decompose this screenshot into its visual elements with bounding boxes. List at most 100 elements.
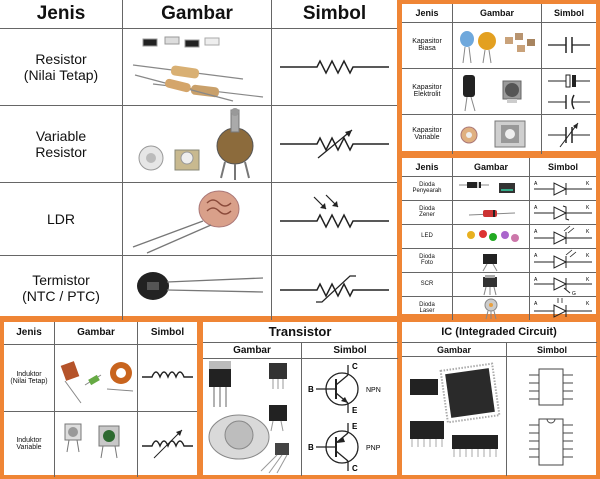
ic-table: Gambar Simbol <box>402 342 597 476</box>
row-dioda-laser-label: Dioda Laser <box>402 295 453 320</box>
row-variable-resistor-label: Variable Resistor <box>0 104 123 183</box>
header-simbol: Simbol <box>271 0 397 29</box>
variable-resistor-symbol <box>271 104 397 183</box>
header-simbol: Simbol <box>506 342 597 357</box>
transistor-image <box>203 358 302 476</box>
led-image <box>452 223 530 249</box>
diode-table: Jenis Gambar Simbol Dioda Penyearah A K <box>402 158 596 320</box>
transistor-symbol: B C E NPN B E C PNP <box>301 358 398 476</box>
pin-k-label: K <box>586 277 590 283</box>
rectifier-diode-icon <box>467 181 481 188</box>
header-jenis: Jenis <box>402 158 453 177</box>
electrolytic-capacitor-icon <box>463 74 475 97</box>
kapasitor-biasa-image <box>452 21 542 69</box>
dioda-penyearah-symbol: A K <box>529 175 596 201</box>
row-led-label: LED <box>402 223 453 249</box>
led-symbol: A K <box>529 223 596 249</box>
kapasitor-variable-symbol <box>541 113 596 154</box>
pin-a-label: A <box>534 229 538 235</box>
led-icon <box>467 230 475 239</box>
header-gambar: Gambar <box>122 0 272 29</box>
npn-e-label: E <box>352 406 358 415</box>
dioda-zener-image <box>452 199 530 225</box>
termistor-symbol <box>271 254 397 320</box>
variable-resistor-image <box>122 104 272 183</box>
pin-k-label: K <box>586 253 590 259</box>
dioda-foto-image <box>452 247 530 273</box>
pin-a-label: A <box>534 253 538 259</box>
row-dioda-penyearah-label: Dioda Penyearah <box>402 175 453 201</box>
resistor-symbol <box>271 27 397 106</box>
inductor-table: Jenis Gambar Simbol Induktor (Nilai Teta… <box>4 322 197 477</box>
pin-a-label: A <box>534 301 538 307</box>
capacitor-table: Jenis Gambar Simbol Kapasitor Biasa <box>402 4 596 154</box>
potentiometer-icon <box>216 127 254 164</box>
pin-g-label: G <box>572 291 576 296</box>
coil-inductor-icon <box>60 360 80 381</box>
scr-symbol: A K G <box>529 271 596 297</box>
pin-k-label: K <box>586 181 590 187</box>
header-jenis: Jenis <box>0 0 123 29</box>
resistor-panel: Jenis Gambar Simbol Resistor (Nilai Teta… <box>0 0 397 320</box>
header-gambar: Gambar <box>54 322 138 345</box>
kapasitor-elektrolit-image <box>452 67 542 115</box>
kapasitor-elektrolit-symbol <box>541 67 596 115</box>
npn-c-label: C <box>352 362 358 371</box>
smd-resistor-icon <box>142 38 158 46</box>
row-induktor-variable-label: Induktor Variable <box>4 410 55 477</box>
pin-a-label: A <box>534 205 538 211</box>
ic-block-symbol-icon <box>538 368 564 406</box>
pnp-e-label: E <box>352 422 358 431</box>
row-dioda-zener-label: Dioda Zener <box>402 199 453 225</box>
pin-k-label: K <box>586 205 590 211</box>
inductor-panel: Jenis Gambar Simbol Induktor (Nilai Teta… <box>4 322 197 477</box>
to220-transistor-icon <box>209 367 231 387</box>
transistor-table: Gambar Simbol <box>203 342 398 476</box>
induktor-variable-symbol <box>137 410 197 477</box>
dioda-laser-image <box>452 295 530 320</box>
resistor-body-icon <box>170 65 200 78</box>
pnp-b-label: B <box>308 443 314 452</box>
ldr-symbol <box>271 181 397 256</box>
resistor-table: Jenis Gambar Simbol Resistor (Nilai Teta… <box>0 0 397 320</box>
dip-ic-icon <box>410 421 444 439</box>
induktor-tetap-symbol <box>137 343 197 412</box>
qfp-ic-icon <box>445 368 495 418</box>
row-resistor-label: Resistor (Nilai Tetap) <box>0 27 123 106</box>
pin-k-label: K <box>586 301 590 307</box>
dioda-laser-symbol: A K <box>529 295 596 320</box>
ic-symbol <box>506 356 597 476</box>
resistor-image <box>122 27 272 106</box>
row-scr-label: SCR <box>402 271 453 297</box>
diode-panel: Jenis Gambar Simbol Dioda Penyearah A K <box>402 158 596 320</box>
transistor-panel: Transistor Gambar Simbol <box>203 322 398 476</box>
dioda-zener-symbol: A K <box>529 199 596 225</box>
header-simbol: Simbol <box>301 342 398 359</box>
row-kapasitor-variable-label: Kapasitor Variable <box>402 113 453 154</box>
termistor-image <box>122 254 272 320</box>
npn-label: NPN <box>366 387 381 394</box>
pin-k-label: K <box>586 229 590 235</box>
header-gambar: Gambar <box>452 4 542 23</box>
ceramic-capacitor-icon <box>460 30 474 47</box>
npn-b-label: B <box>308 385 314 394</box>
ic-title: IC (Integraded Circuit) <box>441 326 557 338</box>
dioda-penyearah-image <box>452 175 530 201</box>
capacitor-panel: Jenis Gambar Simbol Kapasitor Biasa <box>402 4 596 154</box>
scr-icon <box>483 276 497 287</box>
induktor-tetap-image <box>54 343 138 412</box>
ic-image <box>402 356 507 476</box>
pnp-label: PNP <box>366 445 381 452</box>
header-gambar: Gambar <box>402 342 507 357</box>
induktor-variable-image <box>54 410 138 477</box>
header-simbol: Simbol <box>137 322 197 345</box>
header-simbol: Simbol <box>541 4 596 23</box>
row-kapasitor-biasa-label: Kapasitor Biasa <box>402 21 453 69</box>
header-simbol: Simbol <box>529 158 596 177</box>
kapasitor-biasa-symbol <box>541 21 596 69</box>
pin-a-label: A <box>534 277 538 283</box>
header-jenis: Jenis <box>4 322 55 345</box>
header-gambar: Gambar <box>452 158 530 177</box>
kapasitor-variable-image <box>452 113 542 154</box>
header-jenis: Jenis <box>402 4 453 23</box>
